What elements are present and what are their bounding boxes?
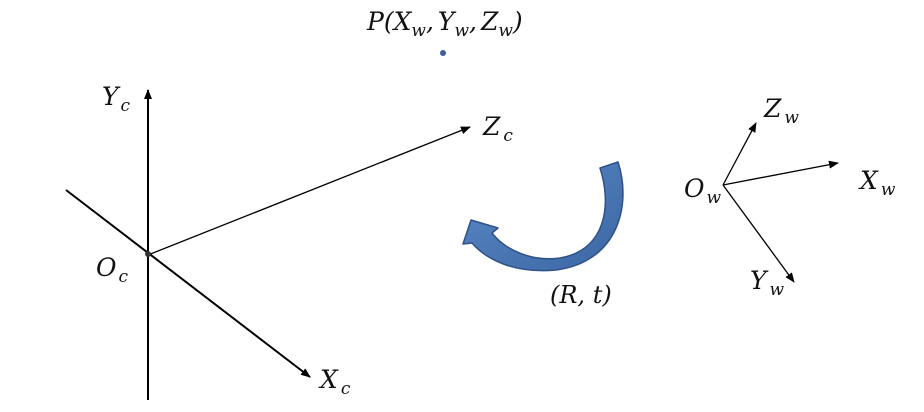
point-label: P(Xw,Yw,Zw) [366, 7, 523, 41]
point-marker [440, 50, 446, 56]
transform-label: (R, t) [550, 281, 612, 309]
camera-x-axis [65, 189, 311, 378]
camera-origin-marker [145, 251, 151, 257]
world-z-axis [722, 122, 757, 186]
world-y-axis [722, 184, 795, 283]
camera-z-axis [147, 126, 471, 256]
world-x-axis [722, 160, 839, 186]
curved-arrow-icon [462, 161, 624, 272]
point-p: P(Xw,Yw,Zw) [366, 7, 523, 56]
